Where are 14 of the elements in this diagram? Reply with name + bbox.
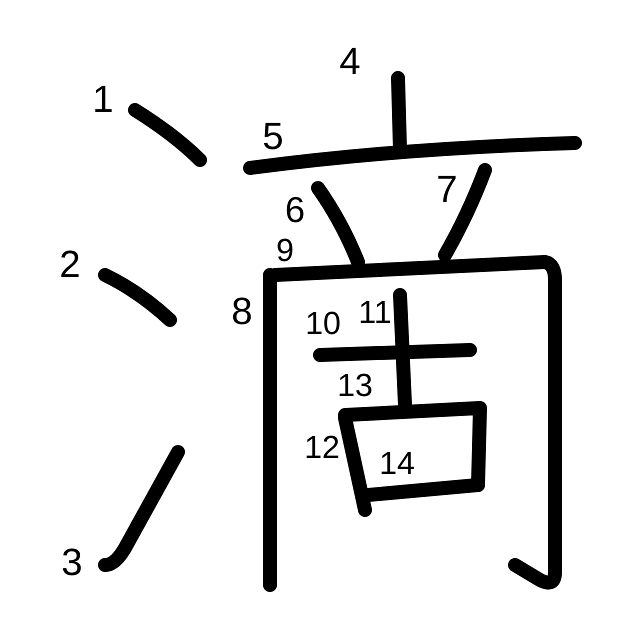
stroke-number: 11 xyxy=(358,296,392,328)
stroke-number: 2 xyxy=(59,246,81,284)
stroke-number: 1 xyxy=(92,81,114,119)
stroke-number: 12 xyxy=(304,431,340,463)
stroke-number: 9 xyxy=(276,234,294,266)
stroke-number: 13 xyxy=(337,369,373,401)
stroke-number: 10 xyxy=(305,307,341,339)
stroke-number: 8 xyxy=(231,293,253,331)
stroke-number: 5 xyxy=(262,118,284,156)
stroke-number: 14 xyxy=(379,447,415,479)
stroke-number: 3 xyxy=(61,544,83,582)
stroke-number: 6 xyxy=(284,192,306,228)
stroke-number: 7 xyxy=(436,171,458,209)
stroke-number: 4 xyxy=(339,43,361,81)
